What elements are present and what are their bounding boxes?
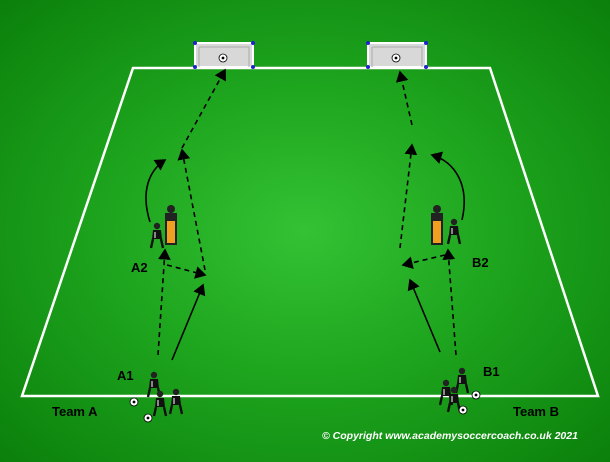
team-b-arrows — [395, 70, 465, 356]
label-team-a: Team A — [52, 404, 98, 419]
player-a2 — [149, 221, 165, 250]
label-a2: A2 — [131, 260, 148, 275]
label-b2: B2 — [472, 255, 489, 270]
ball-icon — [458, 405, 468, 415]
ball-icon — [218, 53, 228, 63]
label-a1: A1 — [117, 368, 134, 383]
player-b1 — [454, 366, 470, 395]
player-a-queue — [152, 389, 168, 418]
ball-icon — [143, 413, 153, 423]
ball-icon — [129, 397, 139, 407]
pitch-boundary — [20, 66, 600, 398]
ball-icon — [471, 390, 481, 400]
label-team-b: Team B — [513, 404, 559, 419]
player-b2 — [446, 217, 462, 246]
team-a-arrows — [145, 68, 226, 361]
player-a-queue — [168, 387, 184, 416]
label-b1: B1 — [483, 364, 500, 379]
ball-icon — [391, 53, 401, 63]
copyright-text: © Copyright www.academysoccercoach.co.uk… — [322, 430, 578, 442]
mannequin-b — [431, 205, 443, 245]
mannequin-a — [165, 205, 177, 245]
